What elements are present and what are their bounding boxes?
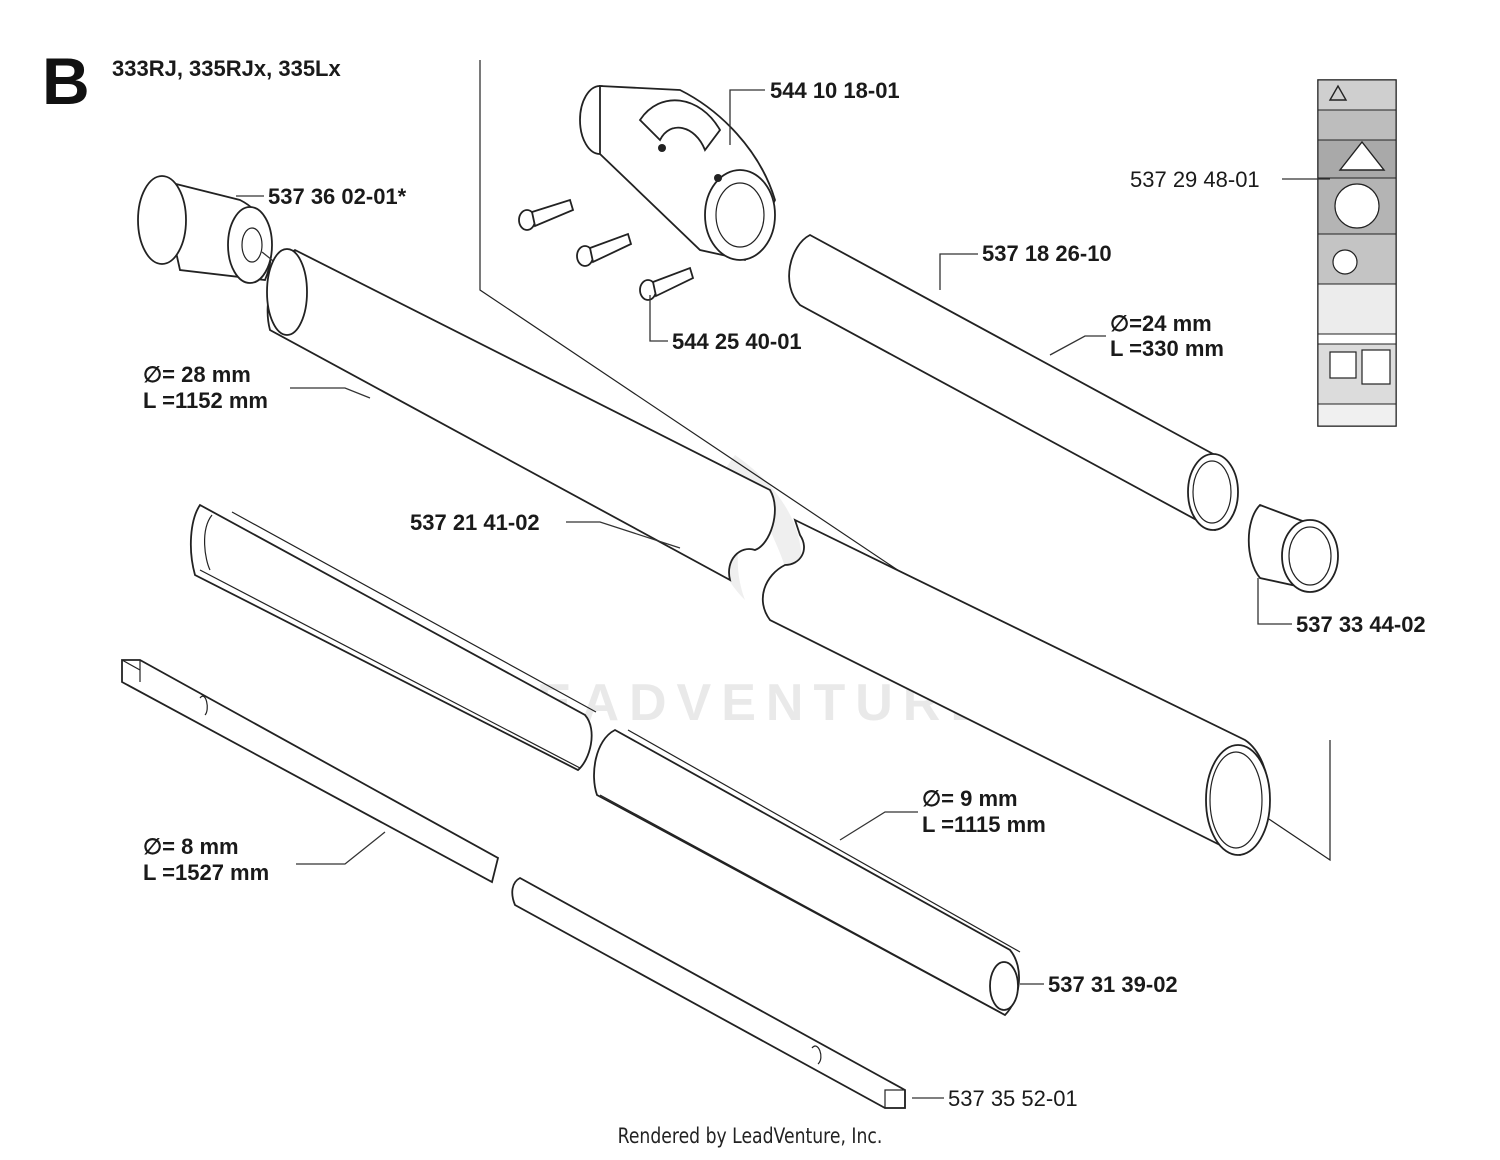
bushing-top — [137, 175, 273, 284]
screw-1 — [518, 198, 575, 231]
part-number-537-36-02-01: 537 36 02-01* — [268, 184, 407, 209]
part-number-537-35-52-01: 537 35 52-01 — [948, 1086, 1078, 1111]
leader-537-21-41-02 — [566, 521, 681, 549]
leader-dim-8 — [296, 831, 386, 865]
leader-dim-24 — [1049, 335, 1106, 356]
dim-diameter-24: ∅=24 mm — [1110, 311, 1212, 336]
bushing-lower — [1247, 503, 1339, 593]
dim-diameter-9: ∅= 9 mm — [922, 786, 1018, 811]
dim-length-1527: L =1527 mm — [143, 860, 269, 885]
screw-2 — [576, 232, 633, 267]
screws — [518, 198, 695, 301]
leader-544-10-18-01 — [729, 89, 765, 145]
leader-dim-28 — [290, 387, 371, 399]
dim-length-1115: L =1115 mm — [922, 812, 1046, 837]
footer-credit: Rendered by LeadVenture, Inc. — [617, 1124, 883, 1148]
section-letter: B — [42, 44, 90, 118]
part-number-544-25-40-01: 544 25 40-01 — [672, 329, 802, 354]
leader-544-25-40-01 — [649, 295, 668, 342]
model-list: 333RJ, 335RJx, 335Lx — [112, 56, 341, 81]
part-number-537-33-44-02: 537 33 44-02 — [1296, 612, 1426, 637]
liner-lower — [593, 728, 1021, 1017]
leader-537-33-44-02 — [1257, 578, 1292, 625]
main-tube-lower — [761, 518, 1271, 857]
leader-dim-9 — [839, 811, 918, 841]
part-number-544-10-18-01: 544 10 18-01 — [770, 78, 900, 103]
operator-icon — [1332, 249, 1358, 275]
part-number-537-18-26-10: 537 18 26-10 — [982, 241, 1112, 266]
dim-length-330: L =330 mm — [1110, 336, 1224, 361]
noise-level-icon — [1361, 349, 1391, 385]
parts-diagram: LEADVENTURE B 333RJ, 335RJx, 335Lx 544 1… — [42, 44, 1426, 1111]
drive-shaft-upper — [121, 659, 500, 884]
tube-24mm — [788, 233, 1239, 531]
ce-mark-icon — [1329, 351, 1357, 379]
drive-shaft-lower — [511, 876, 906, 1109]
liner-upper — [190, 503, 597, 772]
warning-decal — [1317, 79, 1397, 427]
handle-clamp — [579, 85, 776, 262]
warning-triangle-icon — [1328, 84, 1348, 101]
dim-length-1152: L =1152 mm — [143, 388, 268, 413]
warning-triangle-icon — [1338, 140, 1386, 171]
part-number-537-31-39-02: 537 31 39-02 — [1048, 972, 1178, 997]
dim-diameter-8: ∅= 8 mm — [143, 834, 239, 859]
part-number-537-21-41-02: 537 21 41-02 — [410, 510, 540, 535]
dim-diameter-28: ∅= 28 mm — [143, 362, 251, 387]
screw-3 — [639, 266, 695, 301]
leader-537-18-26-10 — [939, 253, 978, 290]
main-tube-upper — [266, 248, 776, 582]
safety-distance-icon — [1334, 183, 1380, 229]
part-number-537-29-48-01: 537 29 48-01 — [1130, 167, 1260, 192]
